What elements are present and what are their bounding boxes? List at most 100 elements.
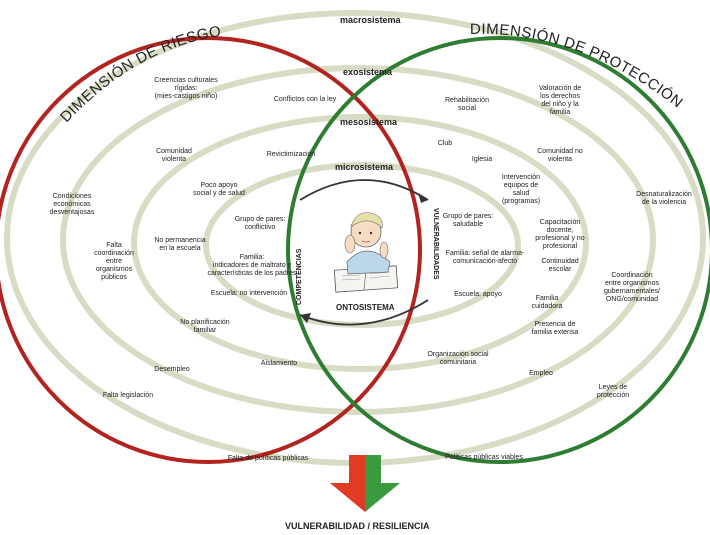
factor-grupo-pares-conflictivo: Grupo de pares:conflictivo: [235, 216, 286, 231]
factor-line: No planificación: [180, 319, 230, 326]
factor-line: gubernamentales/: [604, 288, 660, 295]
bottom-arrow-head: [300, 313, 311, 323]
child-reading-illustration: [333, 212, 399, 293]
factor-escuela-no-intervencion: Escuela: no intervención: [211, 290, 287, 297]
factor-line: Grupo de pares:: [235, 216, 286, 223]
factor-line: indicadores de maltrato y: [213, 262, 292, 269]
top-arrow-head: [418, 193, 428, 203]
risk-dimension-title: DIMENSIÓN DE RIESGO: [57, 23, 223, 126]
factor-line: Intervención: [502, 174, 540, 181]
factor-line: organismos: [96, 266, 133, 273]
factor-falta-legislacion: Falta legislación: [103, 392, 153, 399]
factor-line: equipos de: [504, 182, 538, 189]
factor-line: Empleo: [529, 370, 553, 377]
factor-line: profesional y no: [535, 235, 585, 242]
factor-line: (programas): [502, 198, 540, 205]
factor-escuela-apoyo: Escuela: apoyo: [454, 291, 502, 298]
factor-line: (mies-castigos niño): [155, 93, 218, 100]
factor-line: Club: [438, 140, 453, 147]
factor-line: familia: [550, 109, 570, 116]
factor-line: Falta de políticas públicas: [228, 455, 309, 462]
factor-iglesia: Iglesia: [472, 156, 492, 163]
factor-line: económicas: [53, 201, 91, 208]
factor-line: comunicación-afecto: [453, 258, 517, 265]
factor-line: coordinación: [94, 250, 134, 257]
factor-line: cuidadora: [532, 303, 563, 310]
protection-dimension-circle: [286, 36, 710, 464]
factor-line: Familia:: [240, 254, 265, 261]
factor-line: docente,: [547, 227, 574, 234]
macrosystem-label: macrosistema: [340, 15, 402, 25]
factor-line: en la escuela: [159, 245, 200, 252]
factor-empleo: Empleo: [529, 370, 553, 377]
factor-line: salud: [513, 190, 530, 197]
factor-line: comunitaria: [440, 359, 476, 366]
factor-line: entre organismos: [605, 280, 660, 287]
factor-line: Creencias culturales: [154, 77, 218, 84]
factor-line: Desnaturalización: [636, 191, 692, 198]
factor-line: Grupo de pares:: [443, 213, 494, 220]
factor-line: escolar: [549, 266, 572, 273]
factor-line: del niño y la: [541, 101, 578, 108]
factor-line: Desempleo: [154, 366, 190, 373]
mesosystem-label: mesosistema: [340, 117, 398, 127]
factor-line: Escuela: no intervención: [211, 290, 287, 297]
outcome-label: VULNERABILIDAD / RESILIENCIA: [285, 521, 430, 531]
factor-line: rígidas:: [175, 85, 198, 92]
factor-club: Club: [438, 140, 453, 147]
factor-line: Organización social: [427, 351, 489, 358]
factor-line: Comunidad: [156, 148, 192, 155]
factor-line: Falta legislación: [103, 392, 153, 399]
factor-desempleo: Desempleo: [154, 366, 190, 373]
factor-line: Poco apoyo: [201, 182, 238, 189]
factor-line: profesional: [543, 243, 578, 250]
factor-line: Aislamiento: [261, 360, 297, 367]
factor-familia-alarma: Familia: señal de alarma-comunicación-af…: [446, 250, 525, 265]
factor-conflictos-ley: Conflictos con la ley: [274, 96, 337, 103]
factor-line: No permanencia: [154, 237, 205, 244]
factor-line: Leyes de: [599, 384, 628, 391]
factor-aislamiento: Aislamiento: [261, 360, 297, 367]
factor-politicas-viables: Políticas públicas viables: [445, 454, 523, 461]
factor-line: Iglesia: [472, 156, 492, 163]
factor-line: Capacitación: [540, 219, 581, 226]
factor-line: Comunidad no: [537, 148, 583, 155]
exosystem-ring: [60, 65, 656, 415]
microsystem-label: microsistema: [335, 162, 394, 172]
factor-line: violenta: [548, 156, 572, 163]
factor-line: Condiciones: [53, 193, 92, 200]
factor-line: Coordinación: [611, 272, 652, 279]
factor-line: Familia: [536, 295, 559, 302]
exosystem-label: exosistema: [343, 67, 393, 77]
factor-line: características de los padres: [207, 270, 297, 277]
outcome-arrow-green-half: [365, 455, 400, 512]
factor-line: Conflictos con la ley: [274, 96, 337, 103]
factor-line: social y de salud: [193, 190, 245, 197]
factor-line: Escuela: apoyo: [454, 291, 502, 298]
factor-line: conflictivo: [245, 224, 276, 231]
factor-line: Valoración de: [539, 85, 581, 92]
factor-line: los derechos: [540, 93, 580, 100]
factor-line: familia extensa: [532, 329, 579, 336]
factor-grupo-pares-saludable: Grupo de pares:saludable: [443, 213, 494, 228]
